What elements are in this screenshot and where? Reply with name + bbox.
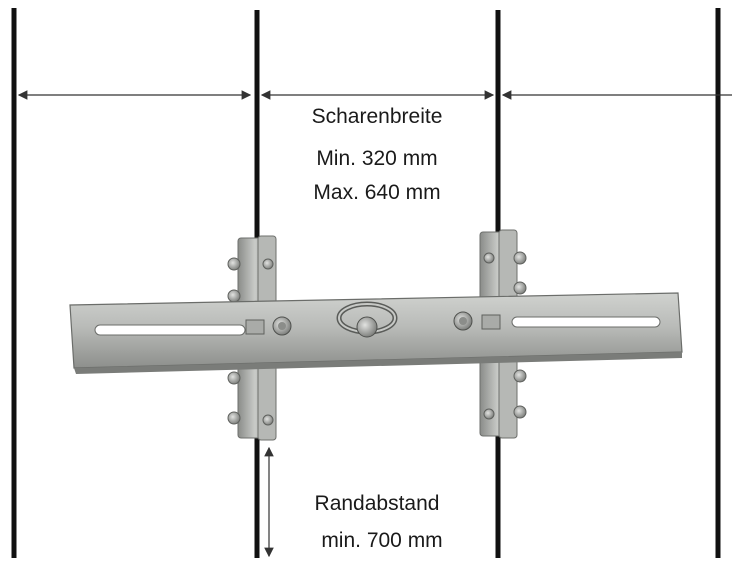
left-slot: [94, 324, 246, 336]
lifting-eye: [336, 301, 398, 338]
edge-distance-min: min. 700 mm: [321, 529, 443, 552]
right-slide-bolt: [453, 311, 501, 331]
edge-distance-title: Randabstand: [314, 492, 440, 515]
left-slide-bolt: [245, 316, 292, 336]
track-width-max: Max. 640 mm: [313, 181, 441, 204]
track-width-min: Min. 320 mm: [316, 147, 438, 170]
right-slot: [511, 316, 661, 328]
track-width-title: Scharenbreite: [311, 105, 443, 128]
